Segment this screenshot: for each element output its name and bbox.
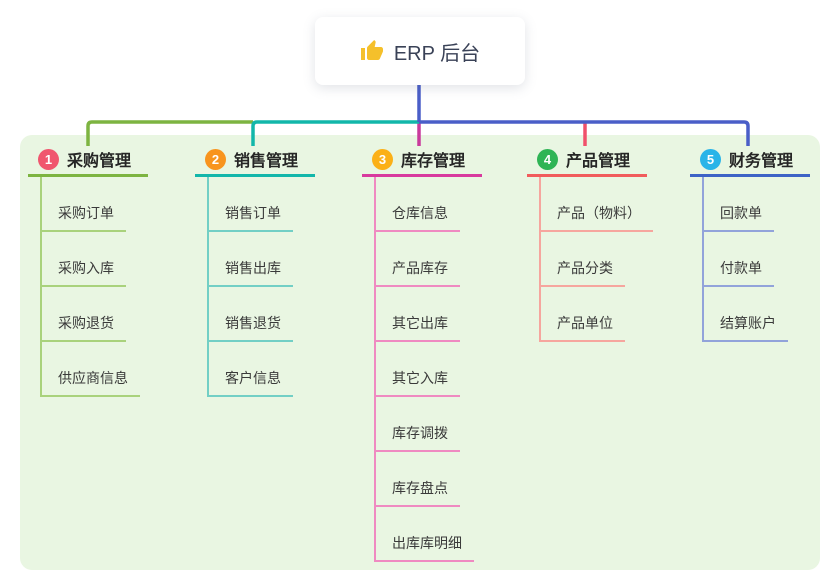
branch-heading-label: 库存管理 [401, 153, 466, 170]
node-other-outbound[interactable]: 其它出库 [374, 313, 460, 342]
badge-5: 5 [700, 148, 721, 170]
child-row: 出库库明细 [374, 507, 532, 562]
branch-heading-label: 销售管理 [234, 153, 299, 170]
child-row: 付款单 [702, 232, 839, 287]
node-sales-management[interactable]: 2 销售管理 [195, 147, 315, 177]
branch-children: 回款单 付款单 结算账户 [702, 177, 839, 342]
child-row: 销售订单 [207, 177, 365, 232]
child-row: 采购退货 [40, 287, 198, 342]
child-row: 其它出库 [374, 287, 532, 342]
child-row: 结算账户 [702, 287, 839, 342]
branch-child-line [40, 177, 42, 397]
node-sales-return[interactable]: 销售退货 [207, 313, 293, 342]
node-purchase-management[interactable]: 1 采购管理 [28, 147, 148, 177]
child-row: 产品分类 [539, 232, 697, 287]
child-row: 仓库信息 [374, 177, 532, 232]
badge-2: 2 [205, 148, 226, 170]
child-row: 采购订单 [40, 177, 198, 232]
child-row: 客户信息 [207, 342, 365, 397]
node-product-material[interactable]: 产品（物料） [539, 203, 653, 232]
node-finance-management[interactable]: 5 财务管理 [690, 147, 810, 177]
child-row: 供应商信息 [40, 342, 198, 397]
node-payment-bill[interactable]: 付款单 [702, 258, 774, 287]
branch-product: 4 产品管理 产品（物料） 产品分类 产品单位 [527, 147, 697, 342]
child-row: 回款单 [702, 177, 839, 232]
node-stock-transfer[interactable]: 库存调拨 [374, 423, 460, 452]
branch-child-line [702, 177, 704, 342]
node-receipt-bill[interactable]: 回款单 [702, 203, 774, 232]
node-product-management[interactable]: 4 产品管理 [527, 147, 647, 177]
node-purchase-return[interactable]: 采购退货 [40, 313, 126, 342]
branch-children: 采购订单 采购入库 采购退货 供应商信息 [40, 177, 198, 397]
node-sales-order[interactable]: 销售订单 [207, 203, 293, 232]
child-row: 产品单位 [539, 287, 697, 342]
child-row: 销售出库 [207, 232, 365, 287]
node-inventory-management[interactable]: 3 库存管理 [362, 147, 482, 177]
badge-3: 3 [372, 148, 393, 170]
badge-1: 1 [38, 148, 59, 170]
root-node-erp[interactable]: ERP 后台 [315, 17, 525, 85]
branch-heading-label: 采购管理 [67, 153, 132, 170]
branch-sales: 2 销售管理 销售订单 销售出库 销售退货 客户信息 [195, 147, 365, 397]
branches-background-panel [20, 135, 820, 570]
branch-children: 产品（物料） 产品分类 产品单位 [539, 177, 697, 342]
root-node-label: ERP 后台 [393, 42, 481, 65]
branch-children: 销售订单 销售出库 销售退货 客户信息 [207, 177, 365, 397]
child-row: 产品库存 [374, 232, 532, 287]
node-customer-info[interactable]: 客户信息 [207, 368, 293, 397]
child-row: 销售退货 [207, 287, 365, 342]
child-row: 其它入库 [374, 342, 532, 397]
child-row: 库存盘点 [374, 452, 532, 507]
node-purchase-order[interactable]: 采购订单 [40, 203, 126, 232]
node-product-stock[interactable]: 产品库存 [374, 258, 460, 287]
branch-finance: 5 财务管理 回款单 付款单 结算账户 [690, 147, 839, 342]
node-stock-taking[interactable]: 库存盘点 [374, 478, 460, 507]
node-other-inbound[interactable]: 其它入库 [374, 368, 460, 397]
child-row: 产品（物料） [539, 177, 697, 232]
node-stock-detail[interactable]: 出库库明细 [374, 533, 474, 562]
node-sales-outbound[interactable]: 销售出库 [207, 258, 293, 287]
branch-heading-label: 产品管理 [566, 153, 631, 170]
child-row: 采购入库 [40, 232, 198, 287]
branch-heading-label: 财务管理 [729, 153, 794, 170]
branch-purchase: 1 采购管理 采购订单 采购入库 采购退货 供应商信息 [28, 147, 198, 397]
node-product-unit[interactable]: 产品单位 [539, 313, 625, 342]
badge-4: 4 [537, 148, 558, 170]
branch-child-line [374, 177, 376, 562]
node-product-category[interactable]: 产品分类 [539, 258, 625, 287]
branch-inventory: 3 库存管理 仓库信息 产品库存 其它出库 其它入库 库存调拨 库存盘点 [362, 147, 532, 562]
child-row: 库存调拨 [374, 397, 532, 452]
node-settlement-account[interactable]: 结算账户 [702, 313, 788, 342]
branch-child-line [207, 177, 209, 397]
node-supplier-info[interactable]: 供应商信息 [40, 368, 140, 397]
node-purchase-inbound[interactable]: 采购入库 [40, 258, 126, 287]
node-warehouse-info[interactable]: 仓库信息 [374, 203, 460, 232]
thumbs-up-icon [360, 40, 383, 60]
branch-children: 仓库信息 产品库存 其它出库 其它入库 库存调拨 库存盘点 出库库明细 [374, 177, 532, 562]
branch-child-line [539, 177, 541, 342]
